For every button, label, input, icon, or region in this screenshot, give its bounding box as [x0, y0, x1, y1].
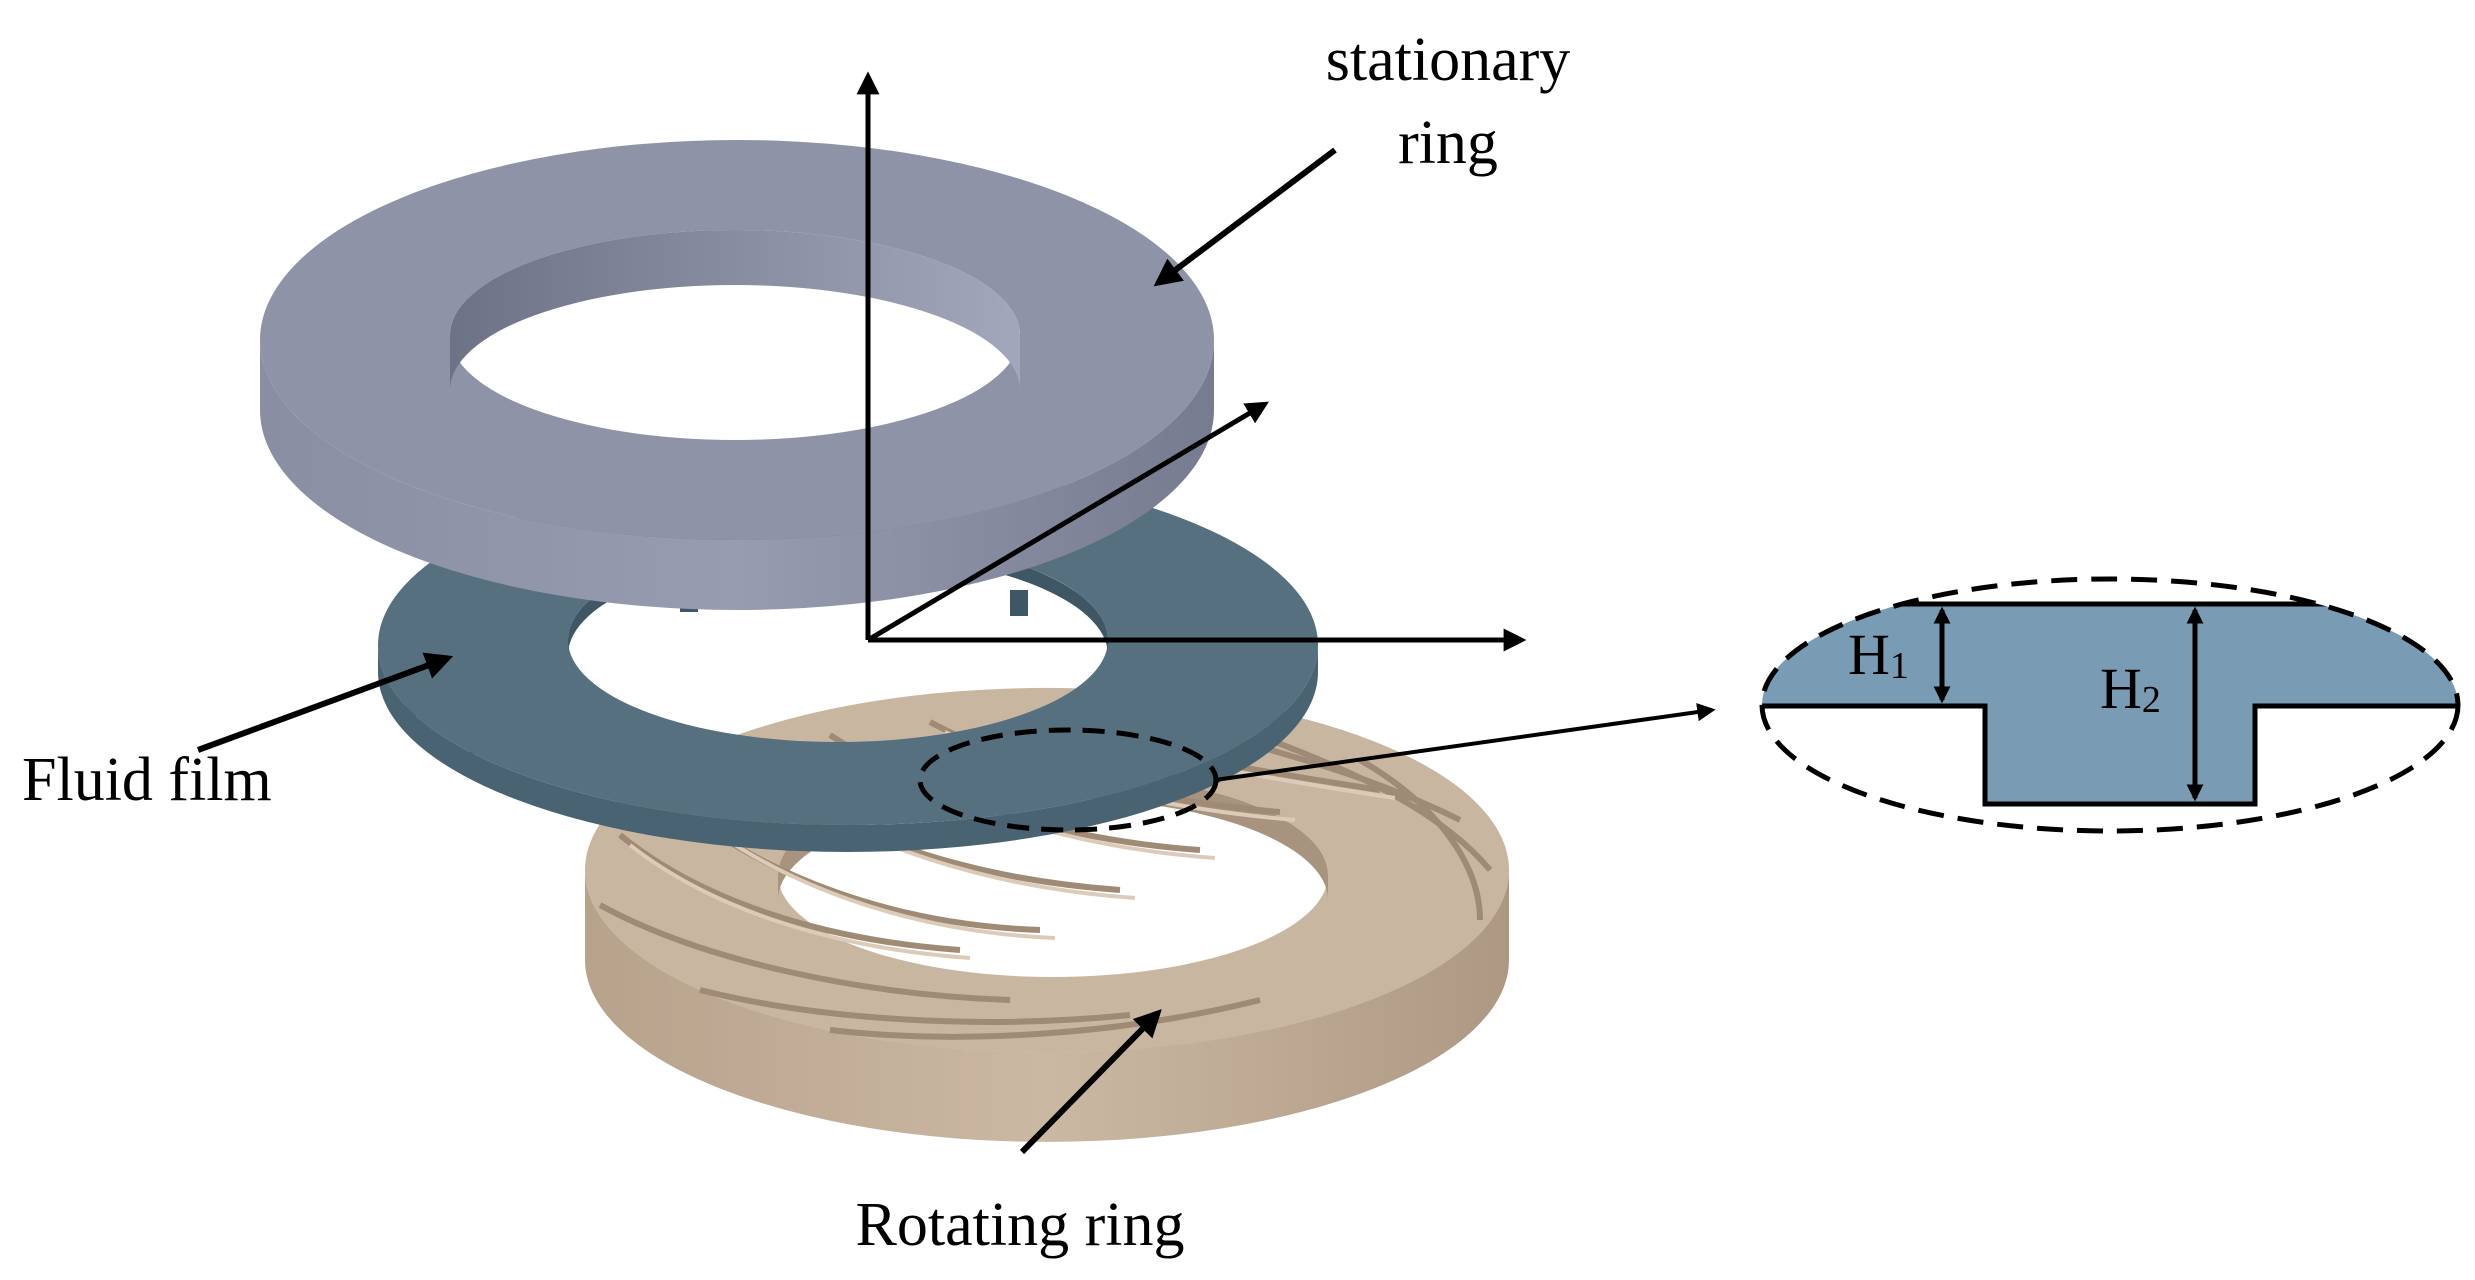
fluid-film-label: Fluid film: [22, 746, 272, 814]
stationary-ring-face: [260, 140, 1214, 540]
h2-label: H2: [2100, 656, 2161, 721]
stationary-ring-label-line2: ring: [1398, 109, 1498, 177]
stationary-ring-side: [260, 340, 1214, 610]
stationary-ring: [260, 140, 1214, 610]
spiral-grooves: [598, 715, 1493, 1040]
stationary-ring-pointer: [1153, 147, 1337, 287]
stationary-ring-label-line1: stationary: [1326, 26, 1571, 94]
h1-label: H1: [1848, 622, 1909, 687]
film-cross-section: [1762, 601, 2458, 807]
stationary-ring-inner-wall: [450, 230, 1020, 390]
fluid-film-pointer: [196, 652, 454, 753]
detail-leader-arrow: [1214, 702, 1716, 782]
axis-y-arrow: [866, 401, 1269, 643]
groove-highlight-ellipse: [917, 727, 1219, 833]
rotating-ring-pointer: [1019, 1009, 1162, 1155]
rotating-ring-side: [585, 870, 1509, 1142]
detail-dashed-ellipse: [1759, 576, 2461, 834]
coordinate-axes: [856, 71, 1527, 652]
rotating-ring-label: Rotating ring: [856, 1191, 1185, 1259]
film-cross-section-detail: [1759, 576, 2461, 834]
label-pointers: [196, 147, 1716, 1155]
